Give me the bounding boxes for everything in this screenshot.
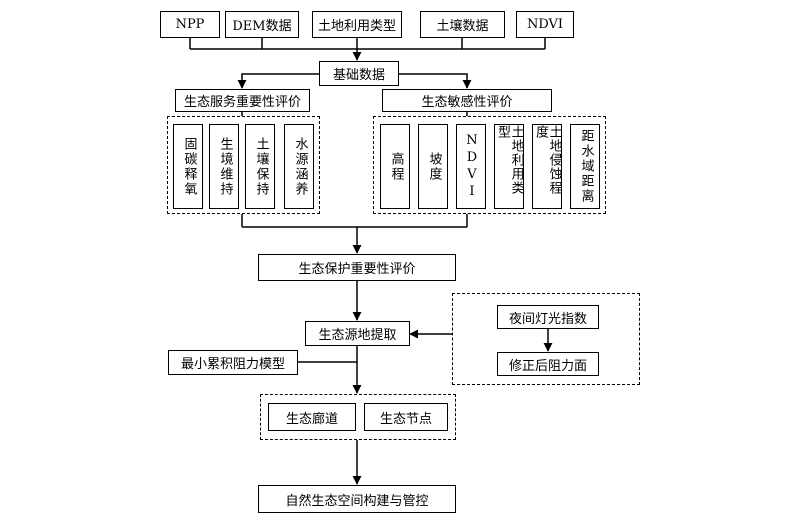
landuse-input-box: 土地利用类型 <box>312 11 402 38</box>
ecological-node-box: 生态节点 <box>364 403 448 431</box>
mcr-model-box: 最小累积阻力模型 <box>168 350 298 375</box>
service-factor-group <box>167 116 320 214</box>
corrected-resistance-box: 修正后阻力面 <box>497 352 599 376</box>
resistance-correction-group <box>452 293 640 385</box>
npp-input-box: NPP <box>160 11 220 38</box>
sensitivity-factor-ndvi: NDVI <box>456 124 486 209</box>
final-output-box: 自然生态空间构建与管控 <box>258 485 456 513</box>
ndvi-input-box: NDVI <box>516 11 574 38</box>
service-eval-box: 生态服务重要性评价 <box>175 89 310 112</box>
corridor-node-group <box>260 394 456 440</box>
service-factor-carbon: 固碳释氧 <box>173 124 203 209</box>
soil-input-box: 土壤数据 <box>420 11 505 38</box>
sensitivity-eval-box: 生态敏感性评价 <box>382 89 552 112</box>
base-data-box: 基础数据 <box>319 61 399 86</box>
source-extraction-box: 生态源地提取 <box>305 321 410 346</box>
arrow-to-sensitivity-eval <box>399 73 472 89</box>
sensitivity-factor-group <box>373 116 606 214</box>
service-factor-water: 水源涵养 <box>284 124 314 209</box>
dem-input-box: DEM数据 <box>225 11 299 38</box>
arrow-to-service-eval <box>237 73 319 89</box>
service-factor-habitat: 生境维持 <box>209 124 239 209</box>
sensitivity-factor-water-distance: 距水域距离 <box>570 124 600 209</box>
sensitivity-factor-erosion: 土地侵蚀程度 <box>532 124 562 209</box>
protection-eval-box: 生态保护重要性评价 <box>258 254 456 281</box>
sensitivity-factor-landuse: 土地利用类型 <box>494 124 524 209</box>
service-factor-soil: 土壤保持 <box>245 124 275 209</box>
ecological-corridor-box: 生态廊道 <box>268 403 356 431</box>
sensitivity-factor-slope: 坡度 <box>418 124 448 209</box>
sensitivity-factor-elevation: 高程 <box>380 124 410 209</box>
night-light-index-box: 夜间灯光指数 <box>497 305 599 329</box>
